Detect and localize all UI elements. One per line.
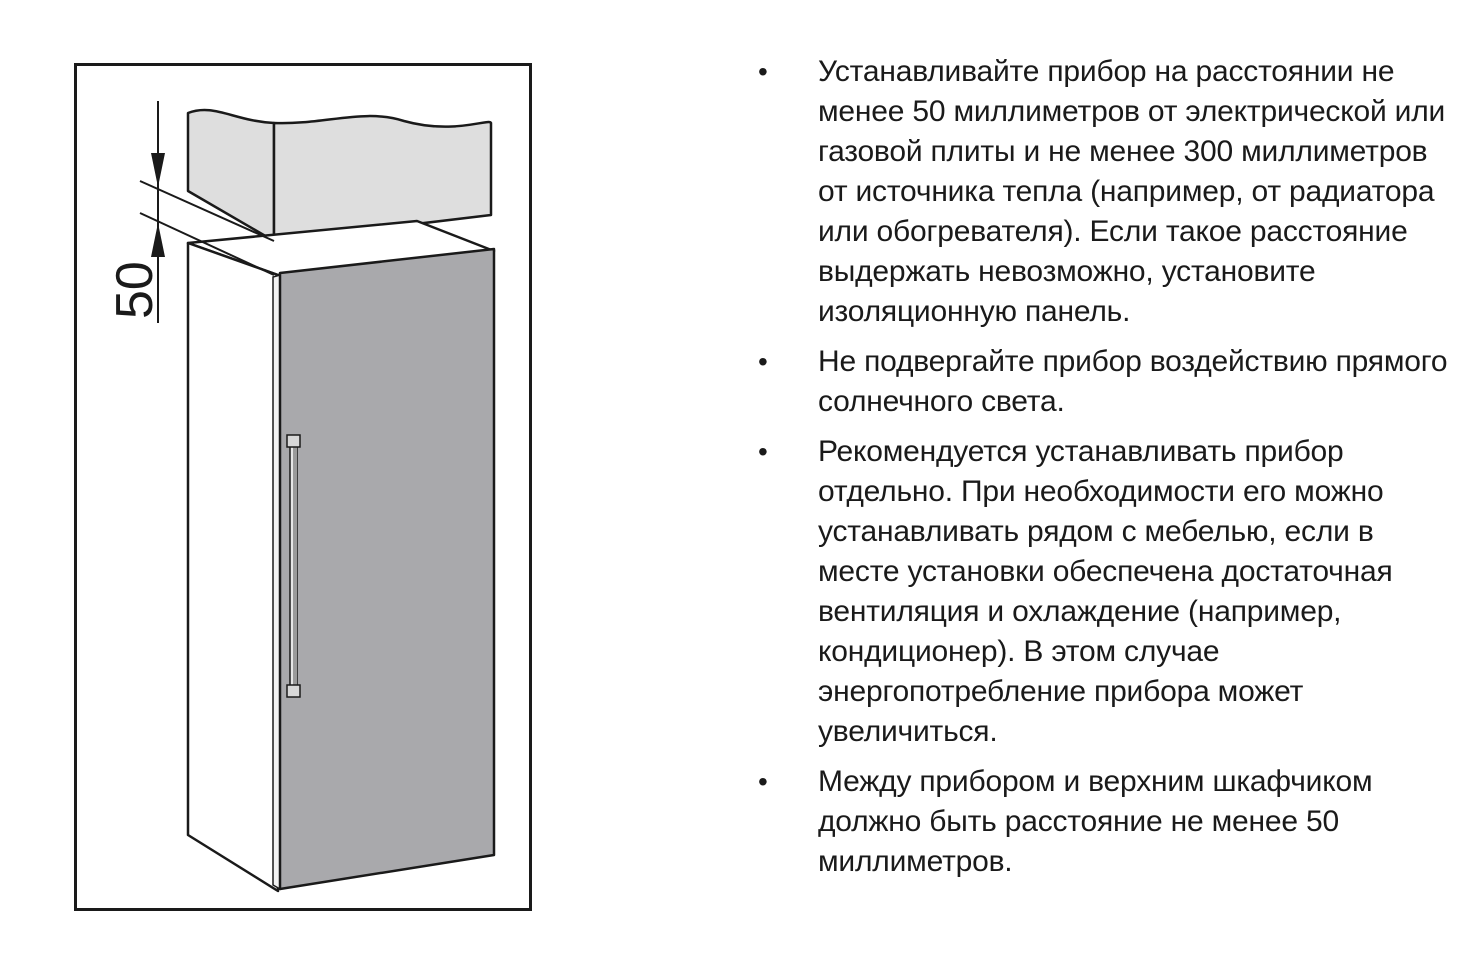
- list-item: • Устанавливайте прибор на расстоянии не…: [758, 52, 1458, 332]
- appliance-door: [278, 247, 496, 891]
- dimension-arrow-down: [151, 153, 165, 187]
- instruction-text: Устанавливайте прибор на расстоянии не м…: [818, 55, 1446, 328]
- instruction-text: Не подвергайте прибор воздействию прямог…: [818, 345, 1448, 418]
- appliance-side: [186, 241, 280, 893]
- list-item: • Между прибором и верхним шкафчиком дол…: [758, 762, 1458, 882]
- dimension-extension-bottom: [139, 212, 275, 276]
- list-item: • Не подвергайте прибор воздействию прям…: [758, 342, 1458, 422]
- diagram-svg: 50: [74, 63, 532, 911]
- dimension-extension-top: [139, 180, 275, 242]
- bullet-marker: •: [758, 436, 768, 467]
- dimension-label: 50: [106, 261, 164, 319]
- bullet-marker: •: [758, 56, 768, 87]
- instruction-text: Рекомендуется устанавливать прибор отдел…: [818, 435, 1393, 748]
- door-handle-shadow: [293, 446, 297, 688]
- instructions-list: • Устанавливайте прибор на расстоянии не…: [758, 52, 1458, 892]
- upper-cabinet-front: [272, 114, 493, 243]
- diagram-frame: [74, 63, 532, 911]
- door-handle-top-mount: [286, 434, 301, 448]
- list-item: • Рекомендуется устанавливать прибор отд…: [758, 432, 1458, 752]
- bullet-marker: •: [758, 766, 768, 797]
- instruction-text: Между прибором и верхним шкафчиком должн…: [818, 765, 1373, 878]
- bullet-marker: •: [758, 346, 768, 377]
- door-handle-bottom-mount: [286, 684, 301, 698]
- installation-diagram: 50: [74, 63, 532, 911]
- dimension-arrow-up: [151, 223, 165, 257]
